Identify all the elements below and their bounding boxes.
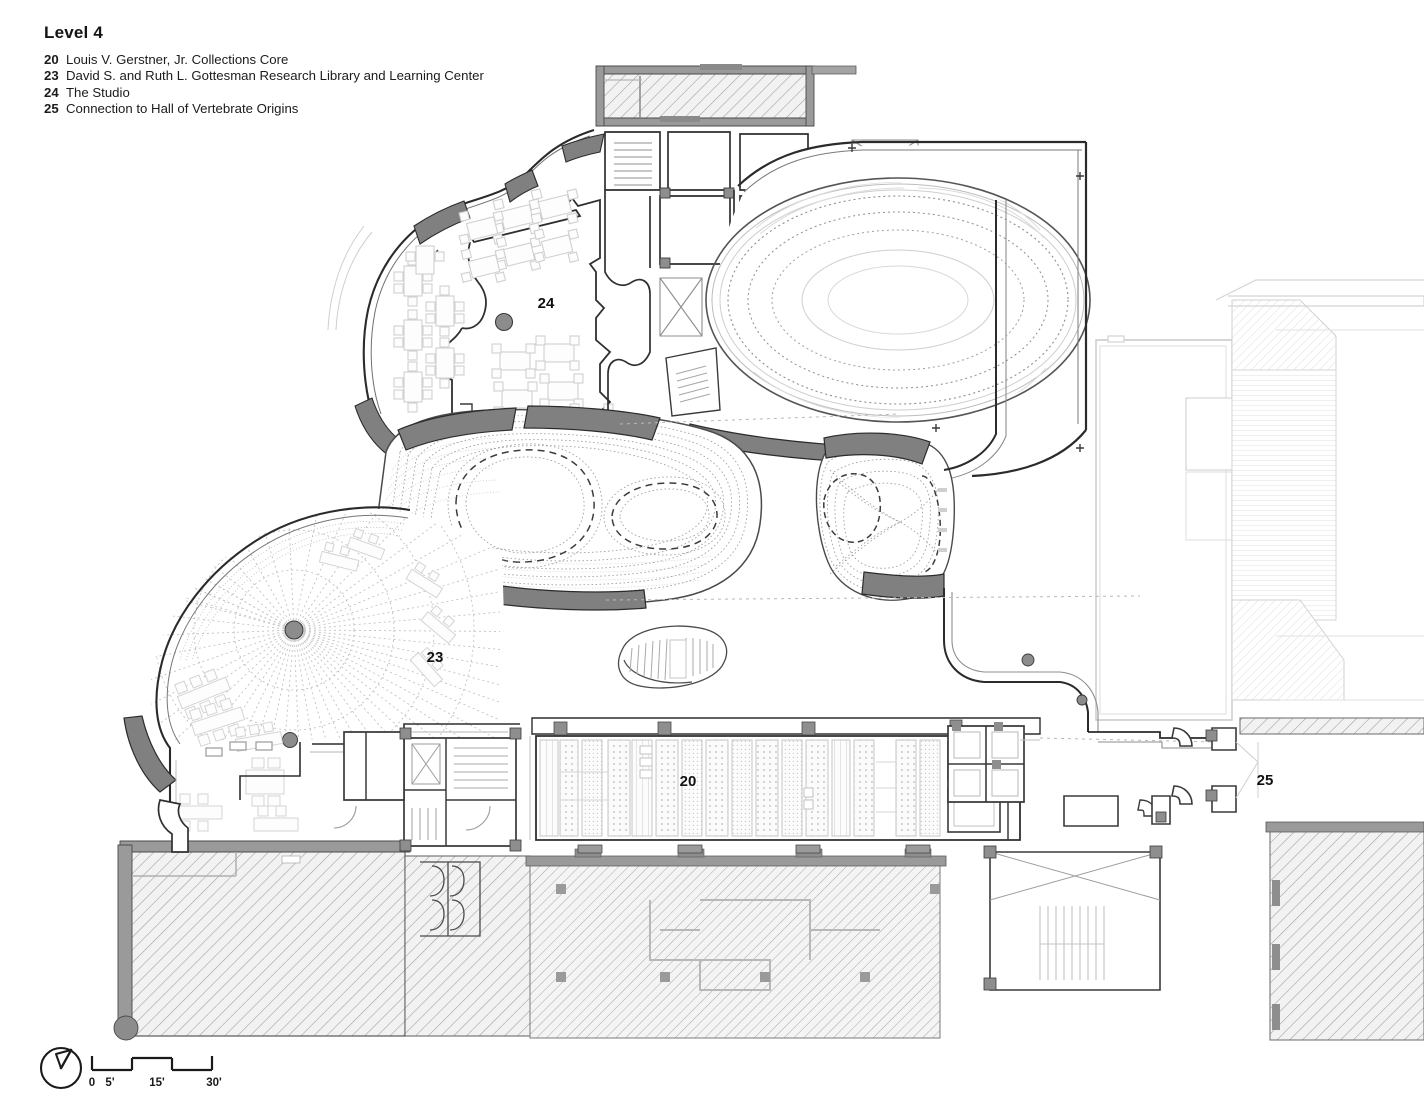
service-rooms-southeast — [947, 722, 1171, 991]
column-marker — [284, 620, 304, 640]
column-marker — [282, 732, 298, 748]
legend-item-number: 25 — [44, 101, 59, 117]
room-label-24: 24 — [538, 295, 555, 312]
legend-item-label: The Studio — [66, 84, 130, 100]
legend-item-20: 20 Louis V. Gerstner, Jr. Collections Co… — [44, 52, 484, 68]
column-marker — [494, 312, 514, 332]
page-title: Level 4 — [44, 23, 104, 42]
scale-bar-labels: 0 5' 15' 30' — [89, 1077, 222, 1089]
room-label-23: 23 — [427, 649, 444, 666]
connection-25 — [1171, 727, 1259, 813]
legend-item-24: 24 The Studio — [44, 85, 484, 101]
oval-gallery — [683, 140, 1091, 483]
legend: Level 4 20 Louis V. Gerstner, Jr. Collec… — [44, 24, 484, 118]
legend-item-23: 23 David S. and Ruth L. Gottesman Resear… — [44, 68, 484, 84]
room-number-labels: 24 23 20 25 — [427, 295, 1274, 790]
existing-building-north — [595, 64, 857, 127]
elliptical-stair — [617, 625, 728, 689]
legend-item-25: 25 Connection to Hall of Vertebrate Orig… — [44, 101, 484, 117]
legend-item-label: Connection to Hall of Vertebrate Origins — [66, 101, 299, 117]
existing-building-southwest — [113, 840, 411, 1041]
scale-tick-5: 5' — [105, 1077, 114, 1089]
room-label-25: 25 — [1257, 772, 1274, 789]
scale-tick-15: 15' — [149, 1077, 165, 1089]
core-south — [333, 727, 522, 937]
legend-item-number: 20 — [44, 52, 59, 67]
scale-bar-group: 0 5' 15' 30' — [39, 1046, 222, 1090]
legend-item-number: 24 — [44, 84, 59, 100]
connector-corridor — [605, 200, 1217, 749]
research-library — [123, 506, 520, 832]
legend-item-label: David S. and Ruth L. Gottesman Research … — [66, 68, 484, 84]
legend-item-number: 23 — [44, 68, 59, 84]
plan-detail-lines — [157, 225, 1040, 853]
legend-item-label: Louis V. Gerstner, Jr. Collections Core — [66, 52, 289, 67]
atrium-void-east — [815, 432, 956, 601]
legend-list: 20 Louis V. Gerstner, Jr. Collections Co… — [44, 52, 484, 118]
existing-building-south — [404, 848, 947, 1039]
north-arrow-icon — [39, 1046, 83, 1090]
existing-building-southeast — [1239, 717, 1424, 1041]
room-label-20: 20 — [680, 773, 697, 790]
scale-tick-30: 30' — [206, 1077, 222, 1089]
scale-bar-ticks — [90, 1056, 214, 1072]
existing-building-east — [1095, 279, 1424, 721]
scale-tick-0: 0 — [89, 1077, 95, 1089]
